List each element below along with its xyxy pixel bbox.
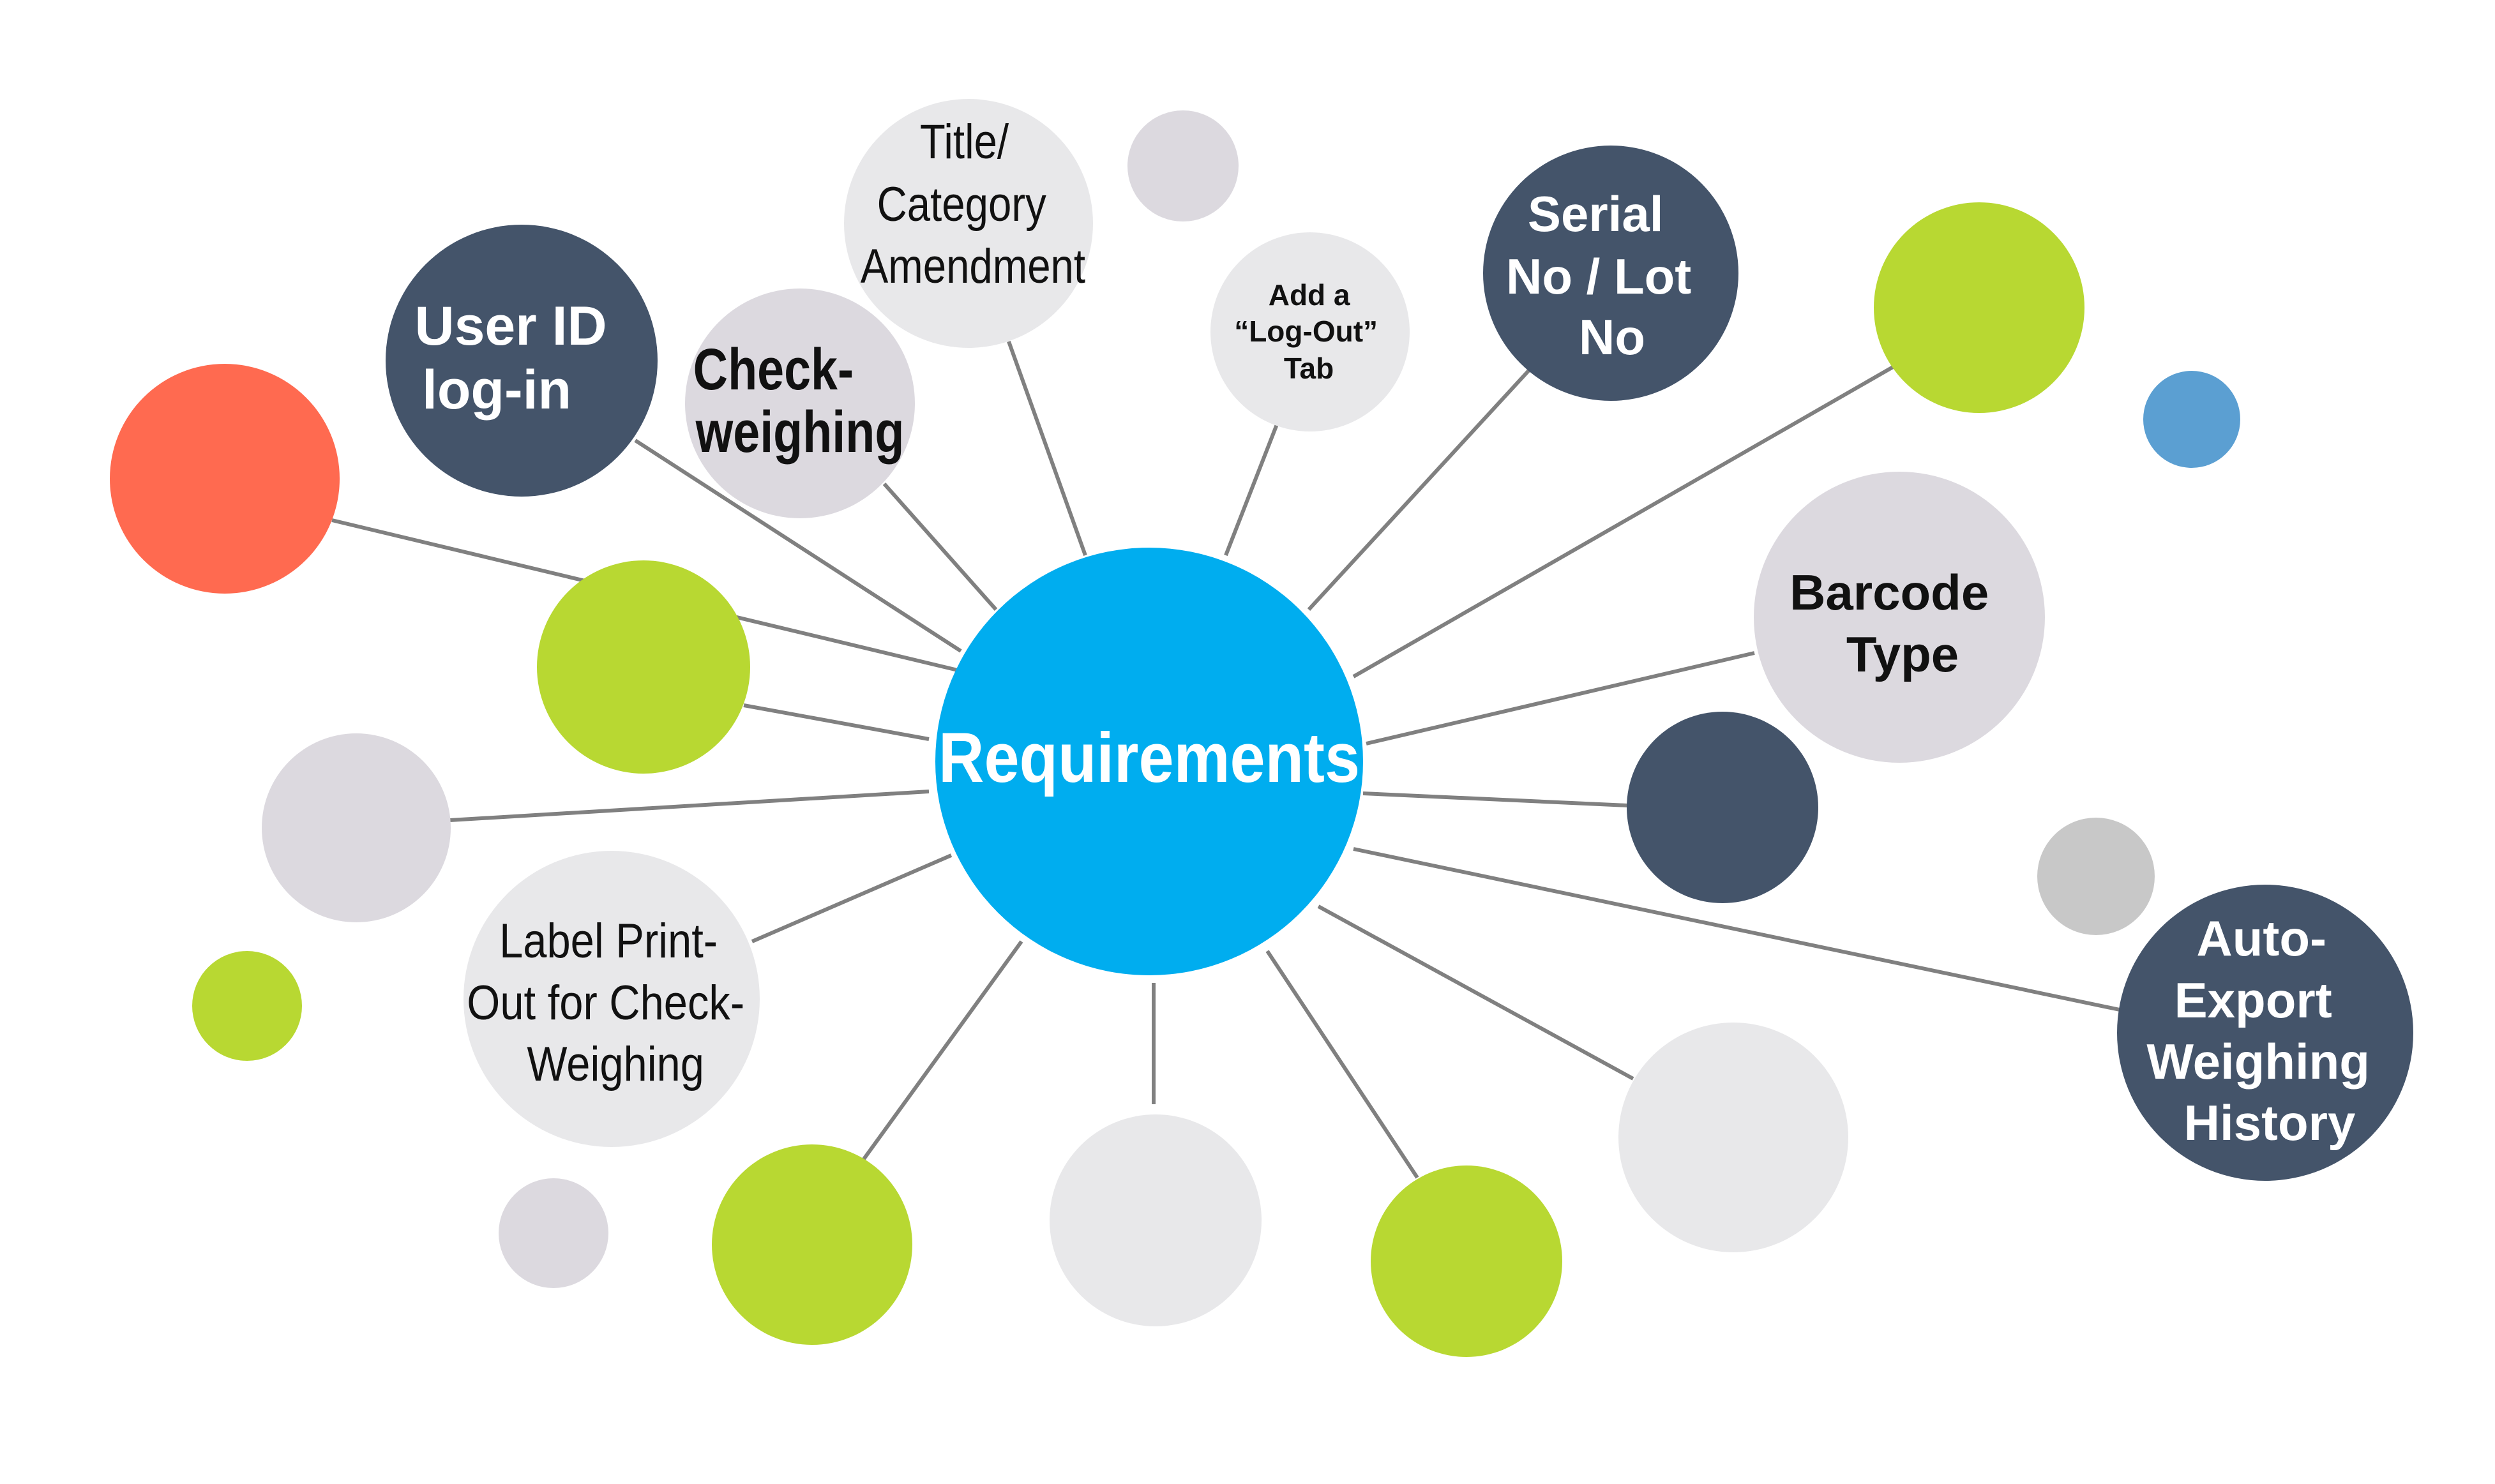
label-line: Barcode [1790,564,1989,620]
label-line: User ID [414,296,607,357]
label-line: Out for Check- [467,976,744,1030]
label-line: log-in [422,359,571,421]
serial-lot-bubble [1483,146,1738,401]
label-line: Amendment [861,239,1086,294]
connector-line [1362,791,1629,807]
coral-bubble [110,364,340,594]
title-category-bubble [844,99,1093,348]
connector-line [449,790,930,822]
user-id-bubble [386,225,658,497]
pale-gray-bubble [1618,1023,1848,1252]
label-line: Weighing [527,1037,704,1091]
lime-bubble [1874,202,2084,413]
gray-bubble [1127,110,1239,221]
connector-line [743,703,930,741]
auto-export-bubble [2117,885,2413,1181]
lime-bubble [1371,1165,1562,1357]
check-weighing-bubble [685,289,915,518]
connector-line [1307,368,1531,611]
connector-line [1366,651,1755,746]
gray-bubble [262,733,451,922]
barcode-type-bubble [1754,472,2045,763]
lime-bubble [712,1144,912,1345]
connector-line [860,940,1023,1163]
user-id-label: User ID log-in [414,296,622,421]
center-hub [935,548,1363,975]
connector-line [1353,847,2123,1012]
connector-line [1265,950,1419,1179]
pale-gray-bubble [1050,1114,1262,1326]
gray-bubble [499,1178,608,1288]
connector-line [1007,340,1087,557]
label-line: Weighing [2146,1033,2370,1090]
label-line: No [1579,309,1645,365]
connector-line [1317,904,1634,1081]
connector-line [882,483,998,611]
lime-bubble [537,560,750,774]
label-line: Serial [1528,186,1663,242]
labels: Requirements User ID log-in Check- weigh… [414,115,2383,1151]
label-line: Check- [693,336,854,402]
logout-tab-label: Add a “Log-Out” Tab [1234,278,1386,385]
dark-bubble [1627,712,1818,903]
label-line: Tab [1284,352,1334,385]
connector-line [1224,423,1279,557]
logout-tab-bubble [1210,232,1410,431]
serial-lot-label: Serial No / Lot No [1506,186,1705,365]
connector-line [634,438,962,653]
label-line: “Log-Out” [1234,315,1378,348]
connector-line [751,853,953,943]
label-line: Add a [1269,278,1350,311]
lime-bubble [192,951,302,1061]
label-line: Label Print- [499,914,718,968]
barcode-type-label: Barcode Type [1790,564,2003,682]
label-line: Type [1846,626,1959,682]
label-line: Title/ [920,115,1009,169]
label-line: No / Lot [1506,248,1691,304]
connector-line [1352,365,1894,678]
blue-bubble [2143,371,2240,468]
check-weighing-label: Check- weighing [693,336,905,465]
center-label: Requirements [938,719,1360,797]
label-line: History [2184,1095,2356,1151]
labeled-bubbles [386,99,2413,1181]
label-printout-label: Label Print- Out for Check- Weighing [467,914,756,1091]
bubbles [110,110,2240,1357]
title-category-label: Title/ Category Amendment [861,115,1086,294]
label-line: Category [877,177,1047,232]
label-line: Auto- [2196,910,2326,966]
label-line: Export [2175,972,2332,1028]
mid-gray-bubble [2037,818,2155,935]
label-printout-bubble [464,851,760,1147]
auto-export-label: Auto- Export Weighing History [2146,910,2383,1151]
label-line: weighing [695,399,905,465]
connector-lines [331,340,2123,1179]
